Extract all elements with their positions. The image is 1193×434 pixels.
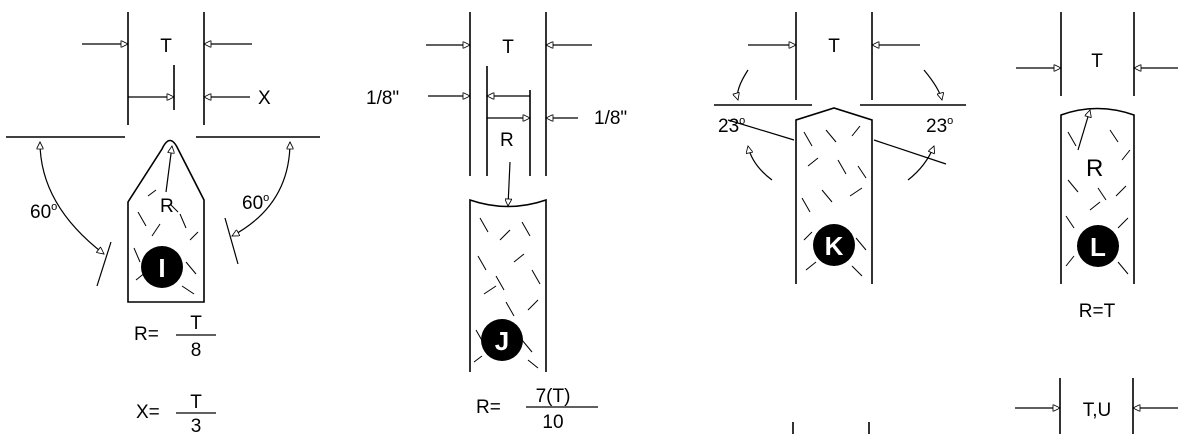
profile-l-hatch: [1065, 129, 1131, 275]
radius-label: R: [500, 130, 514, 151]
profile-j: T 1/8" 1/8" R J R= 7(T) 10: [366, 12, 627, 433]
profile-l-body: [1060, 107, 1135, 284]
offset-label-left: 1/8": [366, 88, 399, 109]
angle-arc-left: [40, 142, 104, 254]
profile-i-badge: [141, 246, 183, 288]
angle-arrow-bottom-right: [907, 146, 934, 181]
next-thickness-label: T,U: [1083, 400, 1112, 421]
profile-i-body: [127, 139, 205, 303]
profile-l-badge-letter: L: [1090, 232, 1106, 262]
profile-j-body: [469, 198, 547, 372]
angle-extension-right: [224, 217, 239, 265]
thickness-label: T: [1091, 51, 1103, 72]
angle-extension-left: [727, 119, 795, 141]
angle-arrow-bottom-left: [748, 146, 773, 181]
profile-i-badge-letter: I: [158, 253, 165, 283]
formula-r-numerator: 7(T): [536, 386, 571, 407]
thickness-label: T: [828, 36, 840, 57]
radius-label: R: [160, 196, 174, 217]
profile-k-body: [795, 107, 873, 284]
angle-label-left: 60o: [30, 201, 57, 223]
profile-k: T 23o 23o K: [714, 12, 966, 434]
formula-x-numerator: T: [190, 392, 202, 413]
profile-j-badge: [481, 319, 523, 361]
profile-k-badge-letter: K: [825, 231, 844, 261]
thickness-label: T: [160, 36, 172, 57]
angle-extension-left: [96, 241, 112, 287]
formula-r-lhs: R=: [476, 397, 501, 418]
profile-j-badge-letter: J: [495, 326, 509, 356]
angle-label-left: 23o: [718, 115, 745, 137]
formula-x-denominator: 3: [191, 416, 202, 434]
angle-arrow-top-left: [737, 69, 749, 100]
formula-r-denominator: 10: [542, 412, 563, 433]
profile-j-hatch: [473, 217, 541, 369]
formula-r-numerator: T: [190, 313, 202, 334]
radius-arrow: [165, 146, 172, 193]
angle-extension-right: [873, 139, 947, 165]
profile-k-hatch: [801, 125, 867, 277]
profile-k-badge: [813, 224, 855, 266]
formula-r-denominator: 8: [191, 340, 202, 361]
offset-label-right: 1/8": [594, 108, 627, 129]
profile-l-badge: [1077, 225, 1119, 267]
radius-label: R: [1086, 155, 1103, 182]
formula-x-lhs: X=: [136, 402, 160, 423]
angle-label-right: 23o: [926, 115, 953, 137]
radius-arrow: [508, 161, 510, 206]
formula-r: R=T: [1079, 301, 1116, 322]
angle-arrow-top-right: [923, 69, 942, 100]
profile-l: T R L R=T T,U: [1015, 12, 1178, 434]
angle-arc-right: [232, 142, 290, 237]
profile-i: T X 60o 60o R I R= T 8 X: [6, 12, 320, 434]
angle-label-right: 60o: [242, 192, 269, 214]
offset-label: X: [258, 88, 271, 109]
formula-r-lhs: R=: [134, 324, 159, 345]
profile-i-hatch: [133, 189, 199, 295]
thickness-label: T: [502, 37, 514, 58]
radius-arrow: [1077, 110, 1090, 151]
